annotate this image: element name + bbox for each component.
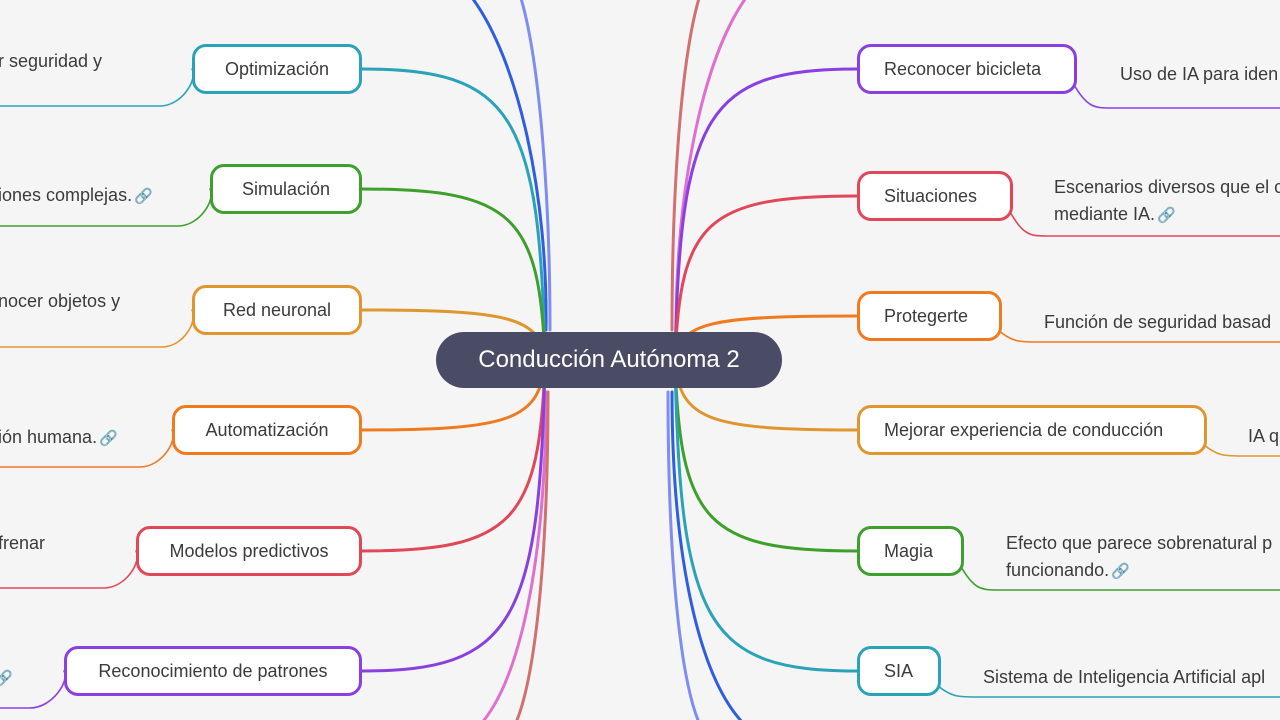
branch-connector-left <box>360 359 547 673</box>
note-right-line: mediante IA.🔗 <box>1054 201 1280 229</box>
note-underline-right <box>959 564 1280 591</box>
note-text: Escenarios diversos que el c <box>1054 177 1280 197</box>
topic-node-left[interactable]: Automatización <box>172 405 362 455</box>
topic-node-right[interactable]: Protegerte <box>857 291 1002 341</box>
note-right: Sistema de Inteligencia Artificial apl <box>983 664 1265 691</box>
topic-label: Modelos predictivos <box>169 540 329 561</box>
note-text: nocer objetos y <box>0 291 121 311</box>
topic-label: Reconocimiento de patrones <box>98 660 328 681</box>
note-right-line: IA q <box>1248 423 1279 450</box>
note-left: nocer objetos y <box>0 288 120 315</box>
branch-connector-left <box>360 359 547 553</box>
offscreen-connector-right <box>666 390 700 720</box>
topic-label: SIA <box>884 660 914 681</box>
topic-label: Red neuronal <box>222 299 332 320</box>
note-right: Efecto que parece sobrenatural p funciona… <box>1006 530 1272 585</box>
link-icon[interactable]: 🔗 <box>1111 563 1130 580</box>
topic-node-left[interactable]: Simulación <box>210 164 362 214</box>
note-left-line: iones complejas.🔗 <box>0 182 153 210</box>
topic-node-right[interactable]: Situaciones <box>857 171 1013 221</box>
note-underline-right <box>1202 443 1280 457</box>
note-left-line: ión humana.🔗 <box>0 424 118 452</box>
branch-connector-left <box>360 187 547 363</box>
note-underline-right <box>1008 209 1280 237</box>
note-left-line: frenar <box>0 530 45 557</box>
note-text: frenar <box>0 533 46 553</box>
central-topic[interactable]: Conducción Autónoma 2 <box>436 332 782 388</box>
note-text: Función de seguridad basad <box>1044 312 1272 332</box>
link-icon[interactable]: 🔗 <box>99 430 118 447</box>
note-text: funcionando. <box>1006 560 1110 580</box>
note-text: Efecto que parece sobrenatural p <box>1006 533 1273 553</box>
topic-node-right[interactable]: Mejorar experiencia de conducción <box>857 405 1207 455</box>
offscreen-connector-right <box>670 0 701 332</box>
topic-node-left[interactable]: Red neuronal <box>192 285 362 335</box>
note-left: frenar <box>0 530 45 557</box>
central-topic-label: Conducción Autónoma 2 <box>478 346 740 373</box>
topic-label: Magia <box>884 540 934 561</box>
topic-node-left[interactable]: Optimización <box>192 44 362 94</box>
note-text: Sistema de Inteligencia Artificial apl <box>983 667 1266 687</box>
topic-node-right[interactable]: Magia <box>857 526 964 576</box>
note-text: IA q <box>1248 426 1280 446</box>
note-right: Función de seguridad basad <box>1044 309 1271 336</box>
note-right-line: Sistema de Inteligencia Artificial apl <box>983 664 1265 691</box>
topic-label: Optimización <box>224 58 330 79</box>
note-left: ión humana.🔗 <box>0 424 118 452</box>
note-left-line: r seguridad y <box>0 48 102 75</box>
offscreen-connector-right <box>670 390 743 720</box>
topic-node-right[interactable]: SIA <box>857 646 941 696</box>
offscreen-connector-left <box>519 0 552 332</box>
link-icon[interactable]: 🔗 <box>0 670 13 687</box>
note-right-line: Escenarios diversos que el c <box>1054 174 1280 201</box>
topic-label: Mejorar experiencia de conducción <box>884 419 1164 440</box>
note-right-line: Efecto que parece sobrenatural p <box>1006 530 1272 557</box>
offscreen-connector-left <box>515 390 550 720</box>
note-underline-right <box>936 684 1280 698</box>
offscreen-connector-left <box>471 0 548 332</box>
note-left-line: nocer objetos y <box>0 288 120 315</box>
note-left: r seguridad y <box>0 48 102 75</box>
note-right: Uso de IA para iden <box>1120 61 1278 88</box>
topic-label: Protegerte <box>884 305 969 326</box>
note-right-line: funcionando.🔗 <box>1006 557 1272 585</box>
branch-connector-left <box>360 67 547 363</box>
note-text: ión humana. <box>0 427 98 447</box>
topic-node-left[interactable]: Reconocimiento de patrones <box>64 646 362 696</box>
branch-connector-right <box>673 359 859 553</box>
topic-node-right[interactable]: Reconocer bicicleta <box>857 44 1077 94</box>
topic-label: Automatización <box>205 419 329 440</box>
topic-label: Simulación <box>241 178 331 199</box>
note-right: IA q <box>1248 423 1279 450</box>
topic-label: Situaciones <box>884 185 978 206</box>
note-underline-left <box>0 309 195 348</box>
note-left-line: 🔗 <box>0 664 13 692</box>
note-underline-right <box>997 329 1280 343</box>
topic-label: Reconocer bicicleta <box>884 58 1042 79</box>
branch-connector-right <box>673 67 859 363</box>
note-right-line: Función de seguridad basad <box>1044 309 1271 336</box>
link-icon[interactable]: 🔗 <box>1157 207 1176 224</box>
note-text: r seguridad y <box>0 51 103 71</box>
branch-connector-right <box>673 359 859 673</box>
link-icon[interactable]: 🔗 <box>134 188 153 205</box>
topic-node-left[interactable]: Modelos predictivos <box>136 526 362 576</box>
note-text: mediante IA. <box>1054 204 1156 224</box>
note-underline-right <box>1072 82 1280 109</box>
note-right: Escenarios diversos que el c mediante IA.… <box>1054 174 1280 229</box>
offscreen-connector-left <box>482 390 548 720</box>
note-left: 🔗 <box>0 664 13 692</box>
note-right-line: Uso de IA para iden <box>1120 61 1278 88</box>
note-text: iones complejas. <box>0 185 133 205</box>
note-text: Uso de IA para iden <box>1120 64 1279 84</box>
branch-connector-right <box>673 194 859 363</box>
note-left: iones complejas.🔗 <box>0 182 153 210</box>
